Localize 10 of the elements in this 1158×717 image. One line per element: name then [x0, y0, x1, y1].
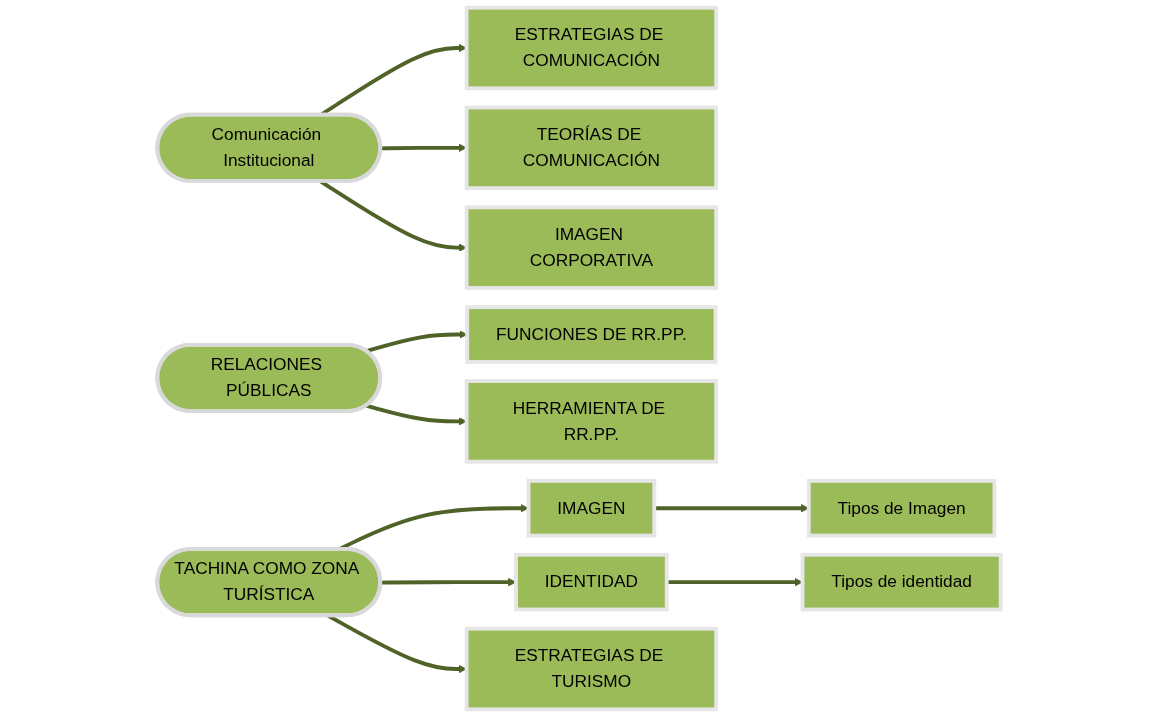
node-box: TEORÍAS DE COMUNICACIÓN	[464, 105, 719, 191]
node-box: IMAGEN CORPORATIVA	[464, 205, 719, 290]
node-box: IMAGEN	[526, 478, 657, 538]
node-box: Tipos de Imagen	[806, 478, 997, 538]
node-box: FUNCIONES DE RR.PP.	[465, 305, 718, 364]
node-box: ESTRATEGIAS DE COMUNICACIÓN	[464, 5, 719, 91]
node-box: IDENTIDAD	[514, 552, 669, 612]
node-box: ESTRATEGIAS DE TURISMO	[464, 626, 719, 712]
node-box: Tipos de identidad	[800, 552, 1003, 612]
node-box: HERRAMIENTA DE RR.PP.	[464, 379, 719, 464]
